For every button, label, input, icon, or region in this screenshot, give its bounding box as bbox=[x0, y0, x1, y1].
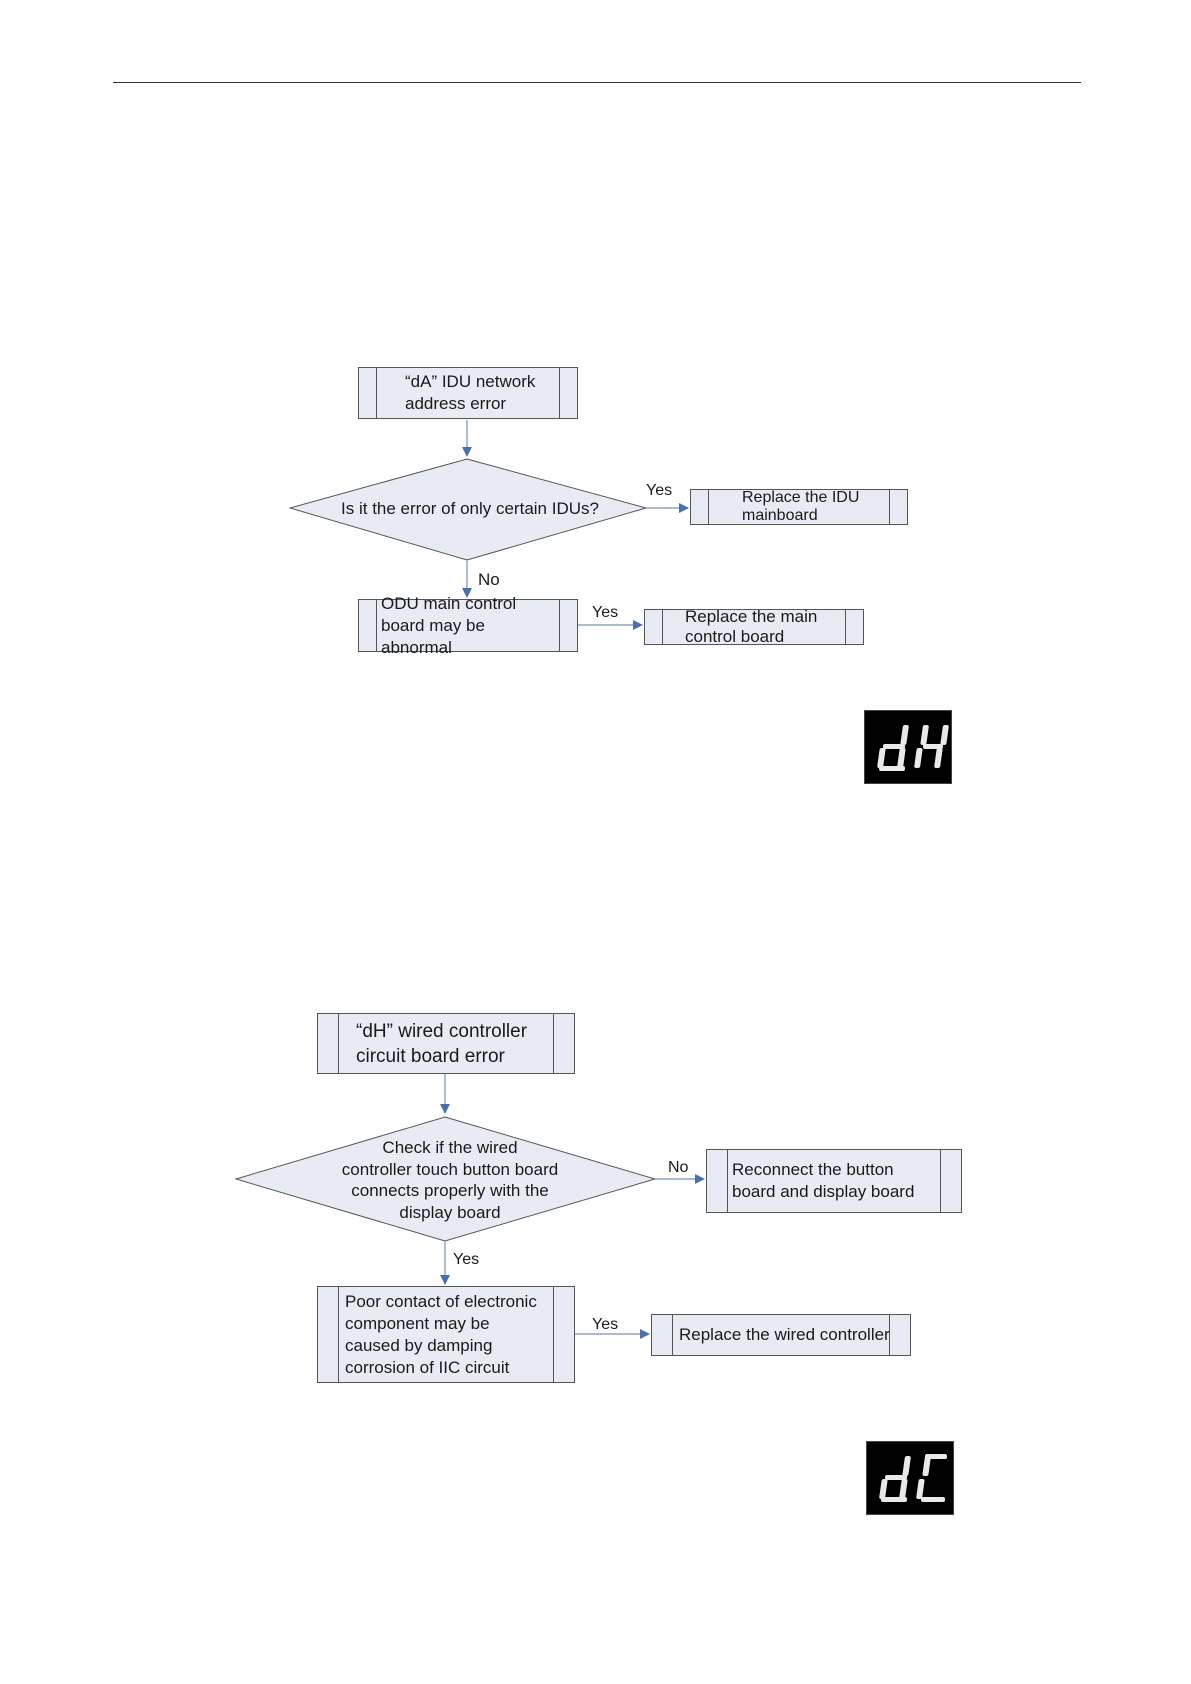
header-rule bbox=[113, 82, 1081, 83]
label-yes-1: Yes bbox=[646, 482, 673, 499]
label-yes-dH-1: Yes bbox=[453, 1251, 480, 1268]
decision-dA-text: Is it the error of only certain IDUs? bbox=[341, 498, 599, 518]
process-dA-start-text: “dA” IDU network address error bbox=[405, 372, 536, 413]
label-yes-2: Yes bbox=[592, 604, 619, 621]
process-replace-idu: Replace the IDU mainboard bbox=[690, 489, 908, 525]
process-odu-abnormal-text: ODU main control board may be abnormal bbox=[381, 593, 517, 657]
decision-dH-text: Check if the wired controller touch butt… bbox=[341, 1138, 559, 1222]
process-dH-start: “dH” wired controller circuit board erro… bbox=[317, 1013, 575, 1074]
display-dC-icon bbox=[866, 1441, 954, 1515]
process-dA-start: “dA” IDU network address error bbox=[358, 367, 578, 419]
display-dH-icon bbox=[864, 710, 952, 784]
process-reconnect-text: Reconnect the button board and display b… bbox=[732, 1160, 915, 1201]
process-reconnect: Reconnect the button board and display b… bbox=[706, 1149, 962, 1213]
process-replace-main-text: Replace the main control board bbox=[685, 607, 818, 646]
label-no-1: No bbox=[478, 570, 500, 589]
process-replace-wired: Replace the wired controller bbox=[651, 1314, 911, 1356]
process-poor-contact: Poor contact of electronic component may… bbox=[317, 1286, 575, 1383]
process-odu-abnormal: ODU main control board may be abnormal bbox=[358, 594, 578, 657]
label-yes-dH-2: Yes bbox=[592, 1316, 619, 1333]
process-poor-contact-text: Poor contact of electronic component may… bbox=[345, 1291, 537, 1377]
process-replace-wired-text: Replace the wired controller bbox=[679, 1325, 890, 1344]
process-replace-idu-text: Replace the IDU mainboard bbox=[742, 489, 860, 524]
process-replace-main: Replace the main control board bbox=[644, 607, 864, 646]
label-no-dH: No bbox=[668, 1159, 689, 1176]
process-dH-start-text: “dH” wired controller circuit board erro… bbox=[356, 1020, 528, 1067]
